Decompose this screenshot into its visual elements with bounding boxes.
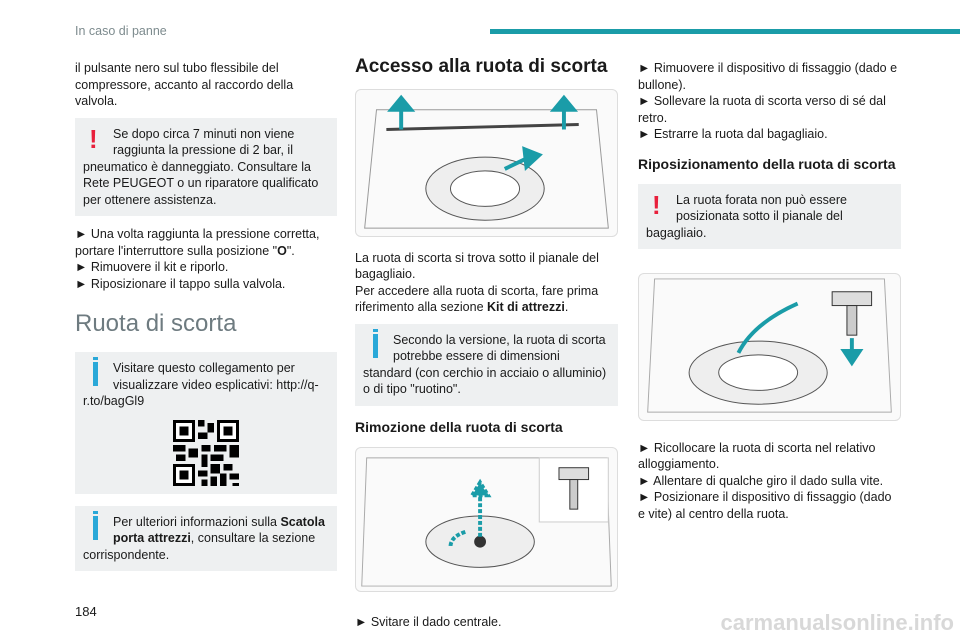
reposition-wheel-illustration xyxy=(638,273,901,421)
step: ► Riposizionare il tappo sulla valvola. xyxy=(75,276,286,291)
section-heading: Accesso alla ruota di scorta xyxy=(355,56,608,77)
step: ► Estrarre la ruota dal bagagliaio. xyxy=(638,127,828,141)
warning-box: !La ruota forata non può essere posizion… xyxy=(638,183,901,249)
step: ► Allentare di qualche giro il dado sull… xyxy=(638,473,884,488)
info-icon xyxy=(89,357,113,390)
info-icon xyxy=(369,328,393,362)
warning-icon: ! xyxy=(652,189,661,220)
page-number: 184 xyxy=(75,604,97,619)
subheading: Riposizionamento della ruota di scorta xyxy=(638,155,896,172)
step: ► Una volta raggiunta la pressione corre… xyxy=(75,227,320,258)
info-icon xyxy=(89,510,113,544)
step: ► Svitare il dado centrale. xyxy=(355,615,502,629)
column-1: il pulsante nero sul tubo flessibile del… xyxy=(75,60,337,581)
step: ► Rimuovere il kit e riporlo. xyxy=(75,260,229,274)
info-text: Visitare questo collegamento per visuali… xyxy=(83,361,319,408)
header-accent-bar xyxy=(490,29,960,34)
warning-icon: ! xyxy=(89,123,98,154)
warning-box: !Se dopo circa 7 minuti non viene raggiu… xyxy=(75,117,337,216)
unscrew-nut-illustration xyxy=(355,446,618,592)
step: ► Sollevare la ruota di scorta verso di … xyxy=(638,94,886,125)
watermark: carmanualsonline.info xyxy=(720,610,955,635)
step: ► Ricollocare la ruota di scorta nel rel… xyxy=(638,440,876,472)
column-2: Accesso alla ruota di scorta La ruota di… xyxy=(355,55,618,631)
step: ► Rimuovere il dispositivo di fissaggio … xyxy=(638,61,898,92)
warning-text: La ruota forata non può essere posiziona… xyxy=(646,192,847,240)
column-3: ► Rimuovere il dispositivo di fissaggio … xyxy=(638,60,901,522)
step: ► Posizionare il dispositivo di fissaggi… xyxy=(638,490,892,521)
paragraph: Per accedere alla ruota di scorta, fare … xyxy=(355,283,599,315)
subheading: Rimozione della ruota di scorta xyxy=(355,418,563,435)
section-heading: Ruota di scorta xyxy=(75,310,237,337)
info-box: Secondo la versione, la ruota di scorta … xyxy=(355,323,618,406)
info-box: Per ulteriori informazioni sulla Scatola… xyxy=(75,505,337,571)
intro-text: il pulsante nero sul tubo flessibile del… xyxy=(75,61,294,108)
info-box: Visitare questo collegamento per visuali… xyxy=(75,352,337,494)
section-header: In caso di panne xyxy=(75,24,167,38)
paragraph: La ruota di scorta si trova sotto il pia… xyxy=(355,250,599,282)
trunk-spare-wheel-illustration xyxy=(355,89,618,237)
qr-code[interactable] xyxy=(173,419,239,486)
warning-text: Se dopo circa 7 minuti non viene raggiun… xyxy=(83,126,319,207)
info-text: Secondo la versione, la ruota di scorta … xyxy=(363,332,607,397)
